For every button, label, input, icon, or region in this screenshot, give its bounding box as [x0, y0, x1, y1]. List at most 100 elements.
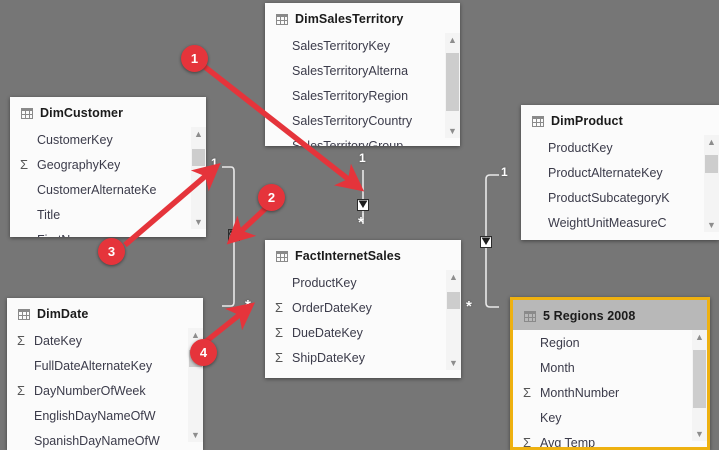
- field-label: GeographyKey: [37, 157, 121, 172]
- table-card-5-regions-2008[interactable]: 5 Regions 2008 Region Month Σ MonthNumbe…: [510, 297, 710, 450]
- table-title: DimDate: [37, 307, 89, 321]
- vertical-scrollbar[interactable]: ▲ ▼: [692, 330, 707, 441]
- sigma-icon: Σ: [275, 300, 284, 315]
- table-grid-icon: [276, 13, 288, 25]
- table-grid-icon: [524, 310, 536, 322]
- table-grid-icon: [18, 308, 30, 320]
- field-row[interactable]: Σ ShipDateKey: [273, 345, 461, 370]
- table-card-dimproduct[interactable]: DimProduct ProductKey ProductAlternateKe…: [521, 105, 719, 240]
- field-row[interactable]: Σ Avg Temp: [521, 430, 707, 450]
- scroll-down-chevron-icon[interactable]: ▼: [191, 429, 200, 440]
- field-label: ProductKey: [548, 140, 613, 155]
- scrollbar-track[interactable]: [692, 344, 707, 427]
- table-header-dimcustomer[interactable]: DimCustomer: [10, 97, 206, 127]
- scroll-up-chevron-icon[interactable]: ▲: [695, 331, 704, 342]
- field-label: DayNumberOfWeek: [34, 383, 146, 398]
- scrollbar-track[interactable]: [704, 149, 719, 218]
- field-row[interactable]: ProductKey: [273, 270, 461, 295]
- scrollbar-thumb[interactable]: [446, 53, 459, 111]
- scrollbar-track[interactable]: [446, 284, 461, 356]
- field-label: Key: [540, 410, 562, 425]
- field-label: MonthNumber: [540, 385, 620, 400]
- field-label: FirstName: [37, 233, 95, 238]
- field-row[interactable]: ProductKey: [529, 135, 719, 160]
- field-row[interactable]: Key: [521, 405, 707, 430]
- table-header-dimproduct[interactable]: DimProduct: [521, 105, 719, 135]
- vertical-scrollbar[interactable]: ▲ ▼: [446, 270, 461, 370]
- scroll-down-chevron-icon[interactable]: ▼: [448, 125, 457, 136]
- field-label: ProductAlternateKey: [548, 165, 663, 180]
- table-card-factinternetsales[interactable]: FactInternetSales ProductKey Σ OrderDate…: [265, 240, 461, 378]
- field-row[interactable]: ProductSubcategoryK: [529, 185, 719, 210]
- sigma-icon: Σ: [275, 325, 284, 340]
- cardinality-label-many: *: [466, 298, 472, 315]
- field-label: CustomerKey: [292, 376, 368, 379]
- field-row[interactable]: FullDateAlternateKey: [15, 353, 203, 378]
- table-header-factinternetsales[interactable]: FactInternetSales: [265, 240, 461, 270]
- table-title: 5 Regions 2008: [543, 309, 636, 323]
- field-row[interactable]: Σ DateKey: [15, 328, 203, 353]
- scroll-up-chevron-icon[interactable]: ▲: [191, 329, 200, 340]
- scrollbar-thumb[interactable]: [192, 149, 205, 166]
- field-label: SpanishDayNameOfW: [34, 433, 160, 448]
- scroll-up-chevron-icon[interactable]: ▲: [449, 271, 458, 282]
- scrollbar-thumb[interactable]: [447, 292, 460, 309]
- field-row[interactable]: Σ GeographyKey: [18, 152, 206, 177]
- callout-1: 1: [181, 45, 208, 72]
- callout-3: 3: [98, 238, 125, 265]
- field-row[interactable]: EnglishDayNameOfW: [15, 403, 203, 428]
- table-header-dimsalesterritory[interactable]: DimSalesTerritory: [265, 3, 460, 33]
- scrollbar-thumb[interactable]: [705, 155, 718, 173]
- field-row[interactable]: CustomerKey: [18, 127, 206, 152]
- field-row[interactable]: Σ DueDateKey: [273, 320, 461, 345]
- table-header-dimdate[interactable]: DimDate: [7, 298, 203, 328]
- field-label: EnglishDayNameOfW: [34, 408, 156, 423]
- field-row[interactable]: SalesTerritoryKey: [273, 33, 460, 58]
- scroll-up-chevron-icon[interactable]: ▲: [707, 136, 716, 147]
- table-field-list[interactable]: Region Month Σ MonthNumber Key Σ Avg Tem…: [513, 330, 707, 447]
- field-row[interactable]: WeightUnitMeasureC: [529, 210, 719, 235]
- field-label: WeightUnitMeasureC: [548, 215, 667, 230]
- field-label: ShipDateKey: [292, 350, 365, 365]
- table-field-list[interactable]: Σ DateKey FullDateAlternateKey Σ DayNumb…: [7, 328, 203, 448]
- sigma-icon: Σ: [523, 435, 532, 450]
- field-label: ProductSubcategoryK: [548, 190, 670, 205]
- table-header-5-regions-2008[interactable]: 5 Regions 2008: [513, 300, 707, 330]
- table-grid-icon: [276, 250, 288, 262]
- table-field-list[interactable]: ProductKey ProductAlternateKey ProductSu…: [521, 135, 719, 232]
- field-label: SalesTerritoryKey: [292, 38, 390, 53]
- field-row[interactable]: ProductAlternateKey: [529, 160, 719, 185]
- scroll-up-chevron-icon[interactable]: ▲: [448, 34, 457, 45]
- scroll-down-chevron-icon[interactable]: ▼: [707, 219, 716, 230]
- scrollbar-track[interactable]: [445, 47, 460, 124]
- field-label: Avg Temp: [540, 435, 596, 450]
- field-row[interactable]: FirstName: [18, 227, 206, 238]
- table-title: DimCustomer: [40, 106, 124, 120]
- field-row[interactable]: Σ OrderDateKey: [273, 295, 461, 320]
- field-label: CustomerKey: [37, 132, 113, 147]
- field-row[interactable]: Region: [521, 330, 707, 355]
- field-row[interactable]: CustomerKey: [273, 370, 461, 379]
- table-title: DimSalesTerritory: [295, 12, 404, 26]
- field-row[interactable]: Month: [521, 355, 707, 380]
- field-label: ProductKey: [292, 275, 357, 290]
- field-row[interactable]: Σ DayNumberOfWeek: [15, 378, 203, 403]
- field-row[interactable]: Σ MonthNumber: [521, 380, 707, 405]
- table-title: DimProduct: [551, 114, 623, 128]
- table-grid-icon: [21, 107, 33, 119]
- field-row[interactable]: SpanishDayNameOfW: [15, 428, 203, 450]
- scroll-down-chevron-icon[interactable]: ▼: [695, 428, 704, 439]
- scroll-down-chevron-icon[interactable]: ▼: [449, 357, 458, 368]
- callout-4: 4: [190, 339, 217, 366]
- vertical-scrollbar[interactable]: ▲ ▼: [445, 33, 460, 138]
- scrollbar-thumb[interactable]: [693, 350, 706, 408]
- vertical-scrollbar[interactable]: ▲ ▼: [704, 135, 719, 232]
- scroll-up-chevron-icon[interactable]: ▲: [194, 128, 203, 139]
- field-row[interactable]: Title: [18, 202, 206, 227]
- scrollbar-track[interactable]: [191, 141, 206, 215]
- table-card-dimdate[interactable]: DimDate Σ DateKey FullDateAlternateKey Σ…: [7, 298, 203, 450]
- callout-2: 2: [258, 184, 285, 211]
- table-field-list[interactable]: ProductKey Σ OrderDateKey Σ DueDateKey Σ…: [265, 270, 461, 378]
